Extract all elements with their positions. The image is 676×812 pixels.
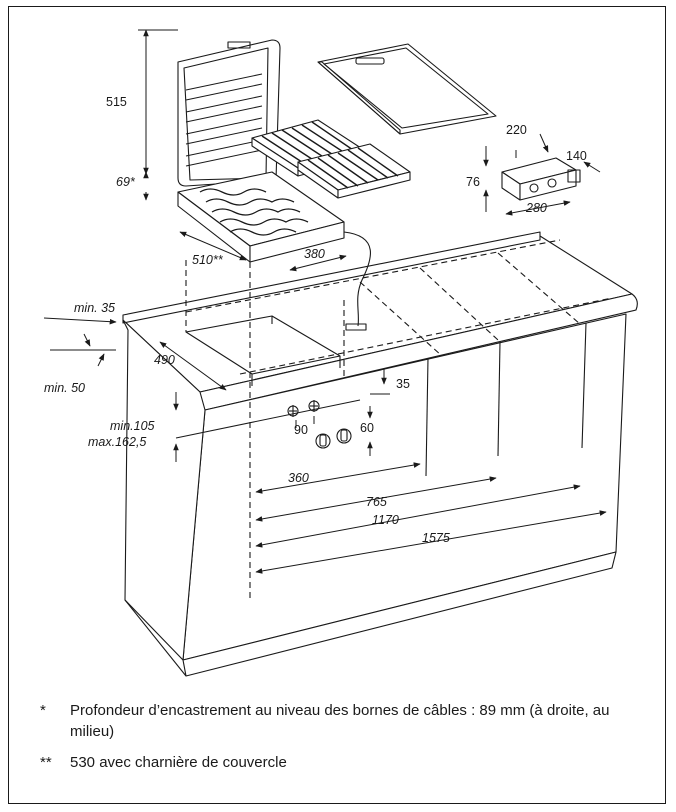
footnote-marker: * xyxy=(40,702,46,719)
kitchen-cabinet xyxy=(122,231,638,677)
dimension-lines xyxy=(43,29,607,574)
dim-width-1170: 1170 xyxy=(372,513,399,527)
dim-width-765: 765 xyxy=(366,495,387,509)
dim-control-height: 60 xyxy=(360,421,374,435)
dim-rear-gap: min. 50 xyxy=(44,381,85,395)
dim-panel-height-min: min.105 xyxy=(110,419,155,433)
dim-width-360: 360 xyxy=(288,471,309,485)
dim-box-width: 280 xyxy=(525,201,547,215)
footnote-text: Profondeur d’encastrement au niveau des … xyxy=(70,702,610,740)
drip-tray xyxy=(317,43,497,135)
dim-grill-height: 69* xyxy=(116,175,136,189)
footnote-depth: * Profondeur d’encastrement au niveau de… xyxy=(40,700,640,742)
control-knobs xyxy=(287,400,352,449)
dim-box-height: 76 xyxy=(466,175,480,189)
footnote-text: 530 avec charnière de couvercle xyxy=(70,754,287,771)
dim-lid-height: 515 xyxy=(106,95,127,109)
dim-width-1575: 1575 xyxy=(422,531,450,545)
dim-box-length: 140 xyxy=(566,149,587,163)
dim-grill-depth: 510** xyxy=(192,253,224,267)
dim-box-depth: 220 xyxy=(506,123,527,137)
connection-box xyxy=(501,157,581,201)
footnote-hinge: ** 530 avec charnière de couvercle xyxy=(40,752,640,773)
grill-grates xyxy=(251,119,411,199)
dim-grill-width: 380 xyxy=(304,247,325,261)
dim-cutout-depth: 490 xyxy=(154,353,175,367)
dim-control-spacing: 90 xyxy=(294,423,308,437)
dim-front-gap: min. 35 xyxy=(74,301,115,315)
dim-panel-height-max: max.162,5 xyxy=(88,435,146,449)
footnotes: * Profondeur d’encastrement au niveau de… xyxy=(40,700,640,783)
footnote-marker: ** xyxy=(40,754,52,771)
figure-frame xyxy=(8,6,666,804)
dim-control-offset-top: 35 xyxy=(396,377,410,391)
